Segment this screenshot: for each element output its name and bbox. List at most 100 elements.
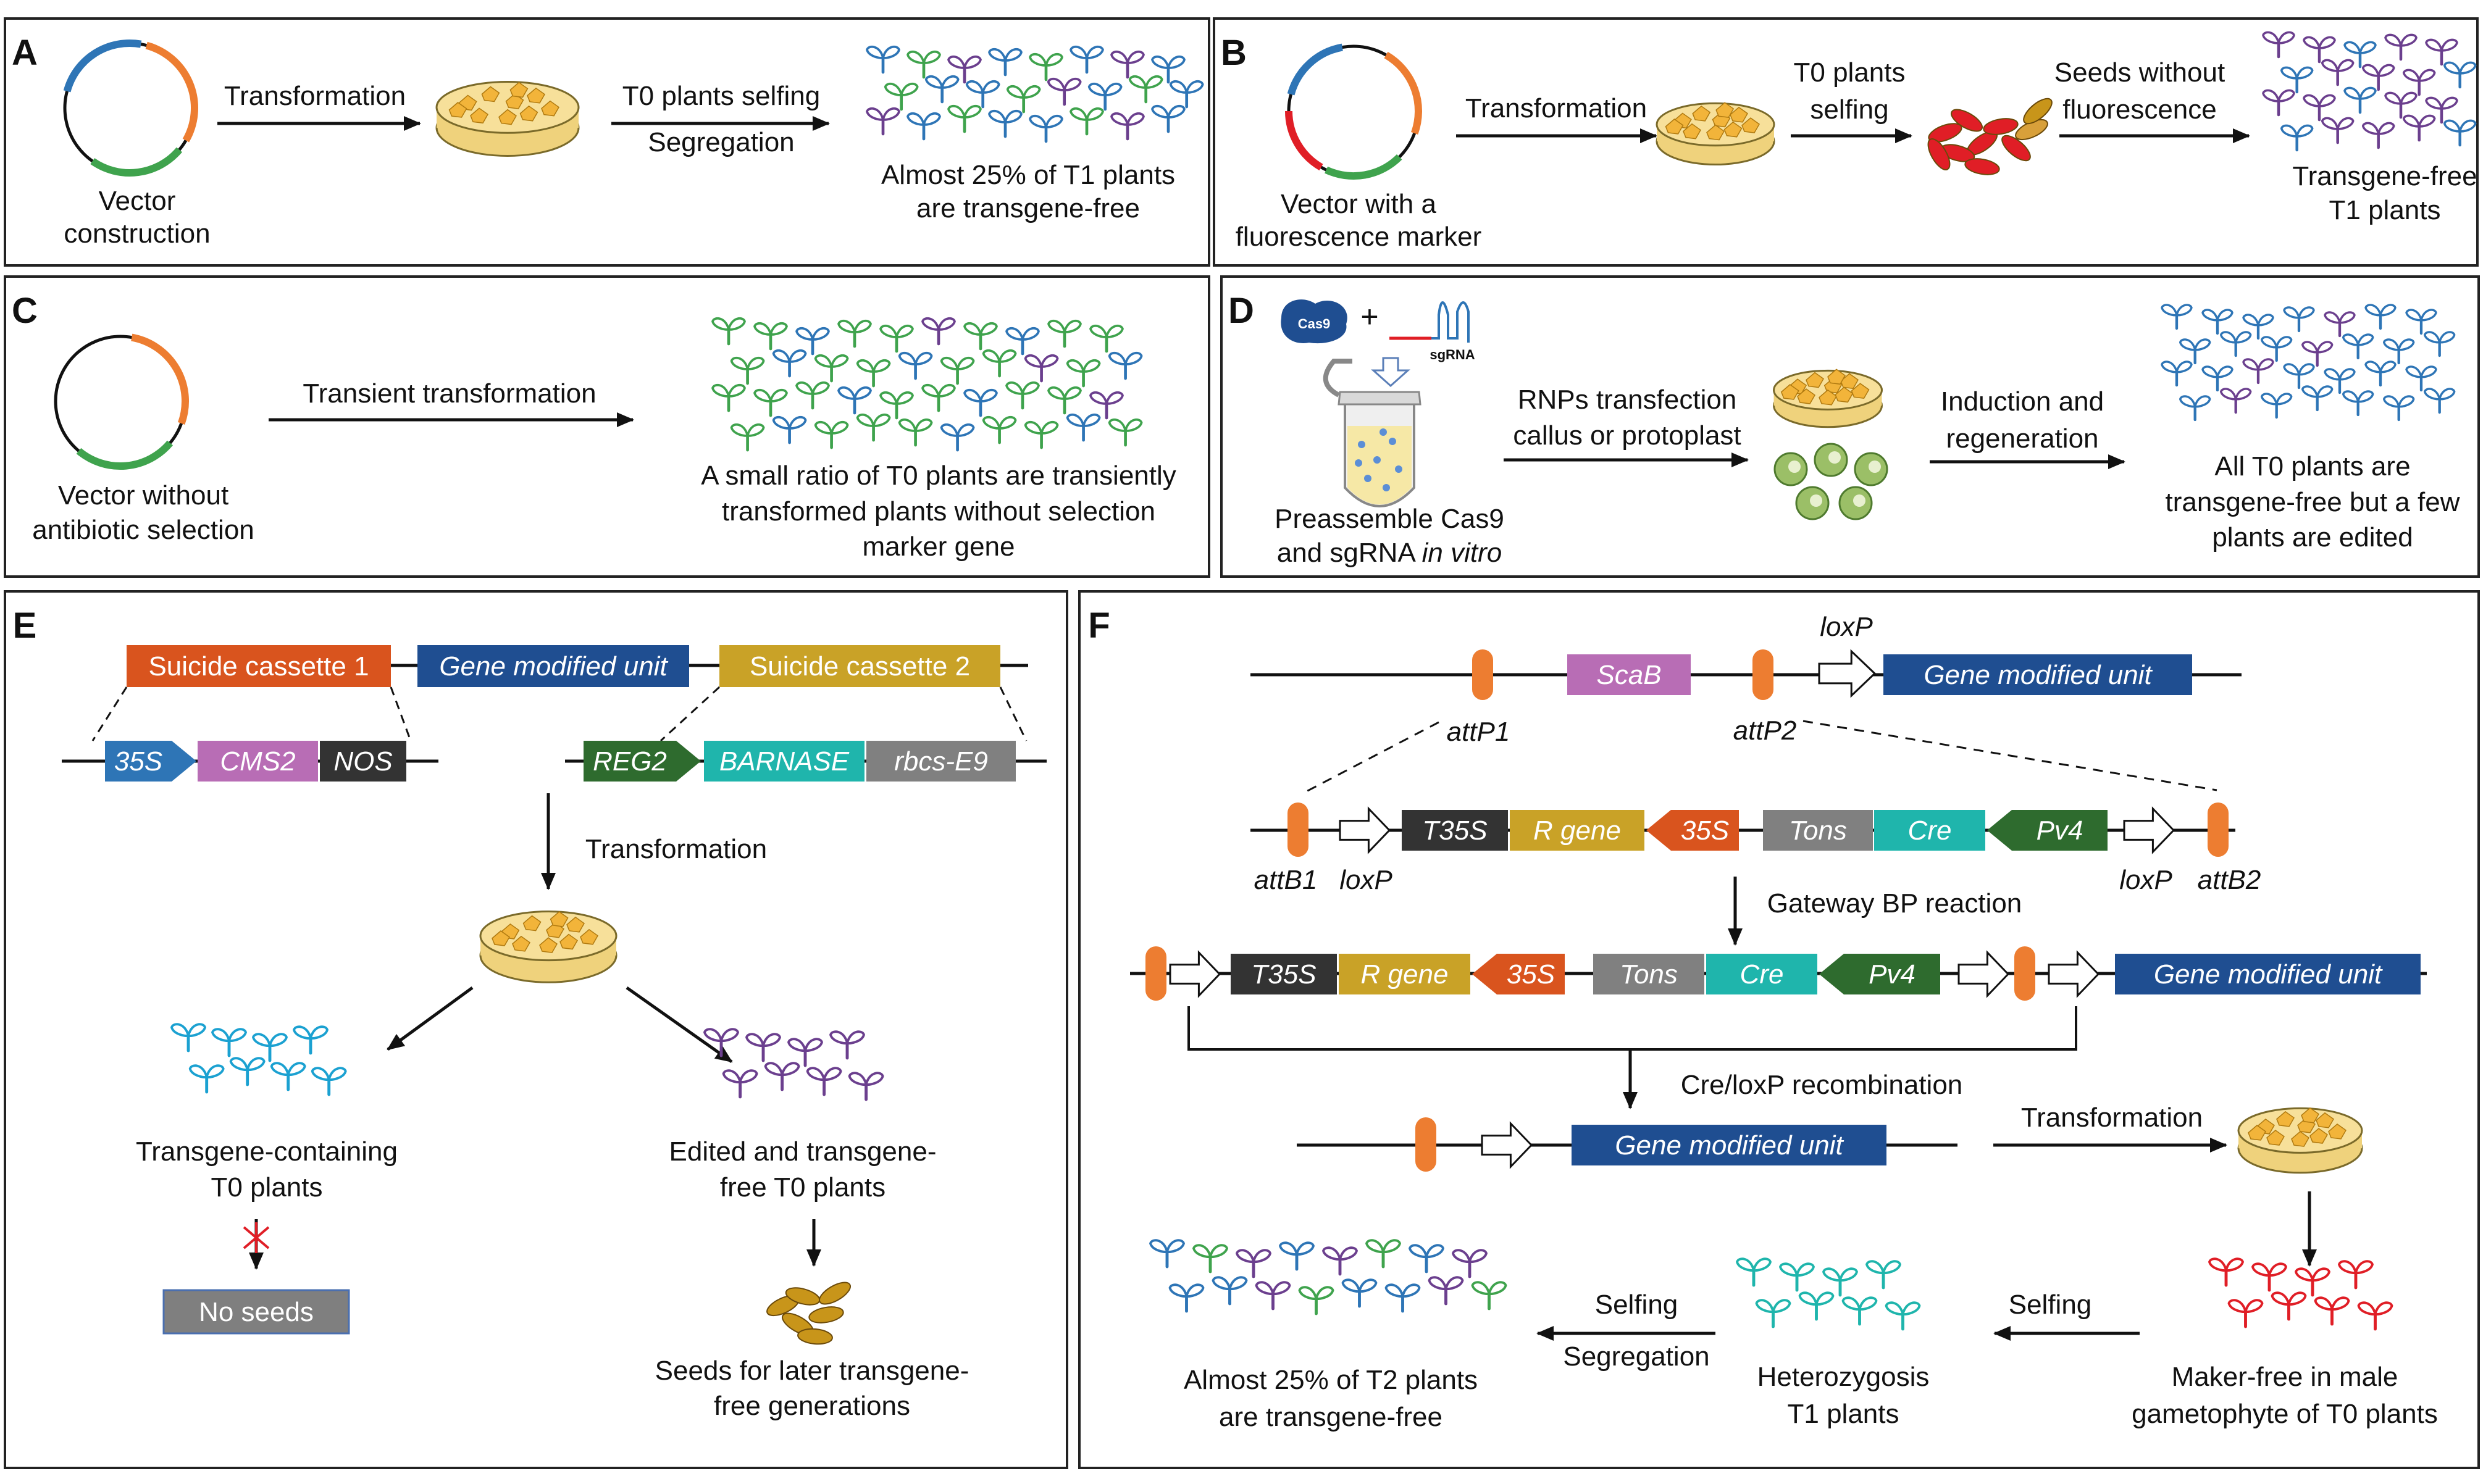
arrow-head-icon <box>2210 1138 2227 1153</box>
result-caption: All T0 plants are <box>2214 451 2410 481</box>
arrow-head-icon <box>806 1249 821 1267</box>
gene-box-label: R gene <box>1361 959 1449 990</box>
seedling-icon <box>772 349 807 378</box>
arrow-caption: Segregation <box>648 127 794 157</box>
seedling-icon <box>1822 1267 1858 1297</box>
protoplast-nucleus <box>1853 494 1865 507</box>
gene-box-shape <box>127 645 391 687</box>
seedling-icon <box>753 322 788 351</box>
result-caption: plants are edited <box>2212 522 2413 552</box>
arrow-caption: fluorescence <box>2062 94 2216 125</box>
seedling-icon <box>940 356 975 385</box>
gene-box-shape <box>1883 654 2192 695</box>
rbcs-e9-box: rbcs-E9 <box>866 741 1016 782</box>
seedling-icon <box>270 1062 306 1091</box>
suicide-cassette-2-box: Suicide cassette 2 <box>719 645 1000 687</box>
callus-piece <box>550 911 569 927</box>
seedling-icon <box>2280 66 2314 94</box>
protoplast-nucleus <box>1810 494 1822 507</box>
arrow-head-icon <box>813 116 830 131</box>
r-gene-box: R gene <box>1510 810 1644 851</box>
seedling-icon <box>2324 311 2356 338</box>
seed-icon <box>1927 138 1951 170</box>
plasmid-segment <box>1285 110 1323 171</box>
seedling-icon <box>856 359 891 388</box>
petri-dish-icon <box>479 910 618 983</box>
arrow-head-icon <box>1640 128 1657 143</box>
seedling-icon <box>711 317 746 346</box>
tons-box: Tons <box>1763 810 1873 851</box>
seedling-icon <box>2208 1257 2244 1287</box>
promoter-label: 35S <box>114 746 162 777</box>
seedling-icon <box>730 356 765 385</box>
seedling-icon <box>2423 331 2456 357</box>
gene-box-shape <box>866 741 1016 782</box>
seedling-icon <box>2161 361 2193 387</box>
seedling-icon <box>1736 1257 1772 1287</box>
gene-box-label: Gene modified unit <box>2154 959 2383 990</box>
callus-piece <box>2316 1112 2334 1128</box>
callus-piece <box>527 87 545 104</box>
seedling-icon <box>2301 385 2334 412</box>
gene-box-shape <box>1874 810 1985 851</box>
seedling-icon <box>764 1062 800 1091</box>
seedling-icon <box>988 48 1023 77</box>
callus-piece <box>1692 105 1711 122</box>
seedling-icon <box>2303 94 2336 122</box>
process-arrow <box>1791 128 1912 143</box>
sgrna-icon <box>1389 301 1470 343</box>
tube-rim <box>1338 391 1421 406</box>
cre-box: Cre <box>1874 810 1985 851</box>
result-caption: gametophyte of T0 plants <box>2132 1399 2438 1429</box>
seedling-icon <box>1798 1291 1835 1321</box>
seed-icon <box>1983 118 2019 135</box>
seedling-icon <box>2384 33 2418 61</box>
dashed-link <box>1802 720 2217 791</box>
seedling-icon <box>982 349 1017 378</box>
seedling-icon <box>879 391 914 420</box>
tube-caption-italic: in vitro <box>1422 538 1502 568</box>
callus-piece <box>1851 383 1870 399</box>
seedling-icon <box>1236 1249 1271 1278</box>
seedling-icon <box>806 1067 842 1096</box>
seedling-icon <box>2295 1267 2330 1297</box>
seedling-icon <box>1066 413 1101 442</box>
dashed-link <box>659 686 721 742</box>
gene-box-label: BARNASE <box>719 746 850 777</box>
arrow-caption: RNPs transfection <box>1518 385 1737 415</box>
dashed-link <box>999 686 1028 741</box>
gene-box-shape <box>417 645 689 687</box>
gene-modified-unit-box: Gene modified unit <box>1883 654 2192 695</box>
arrow-caption: T0 plants selfing <box>622 81 820 111</box>
att-site-marker <box>1752 649 1773 700</box>
promoter-label: REG2 <box>593 746 667 777</box>
gene-box-shape <box>1572 1125 1886 1165</box>
callus-piece <box>481 86 500 102</box>
protoplast-nucleus <box>1828 451 1841 464</box>
seedling-icon <box>2361 122 2395 149</box>
seedling-icon <box>1168 1283 1205 1313</box>
seedling-icon <box>2364 304 2397 330</box>
loxp-arrow-icon <box>1481 1121 1533 1169</box>
seedling-icon <box>1169 80 1204 109</box>
no-seeds-box: No seeds <box>162 1289 350 1335</box>
callus-piece <box>1840 373 1859 390</box>
vector-caption: construction <box>64 219 210 249</box>
seedling-icon <box>1029 114 1063 143</box>
panel-label: D <box>1228 291 1254 331</box>
callus-piece <box>2309 1128 2328 1144</box>
promoter-arrow-shape <box>105 741 196 782</box>
gene-box-label: CMS2 <box>220 746 295 777</box>
gene-box-shape <box>1231 954 1337 994</box>
seedling-icon <box>1089 391 1124 420</box>
seedling-icon <box>2179 395 2211 422</box>
promoter-arrow-shape <box>1472 954 1565 994</box>
cms2-box: CMS2 <box>198 741 318 782</box>
callus-piece <box>512 935 530 952</box>
seedling-icon <box>252 1033 288 1062</box>
arrow-head-icon <box>2302 1249 2317 1267</box>
result-caption: free T0 plants <box>720 1172 885 1203</box>
seedling-icon <box>848 1072 884 1101</box>
seedling-icon <box>837 319 872 348</box>
panel-label: A <box>12 33 38 73</box>
